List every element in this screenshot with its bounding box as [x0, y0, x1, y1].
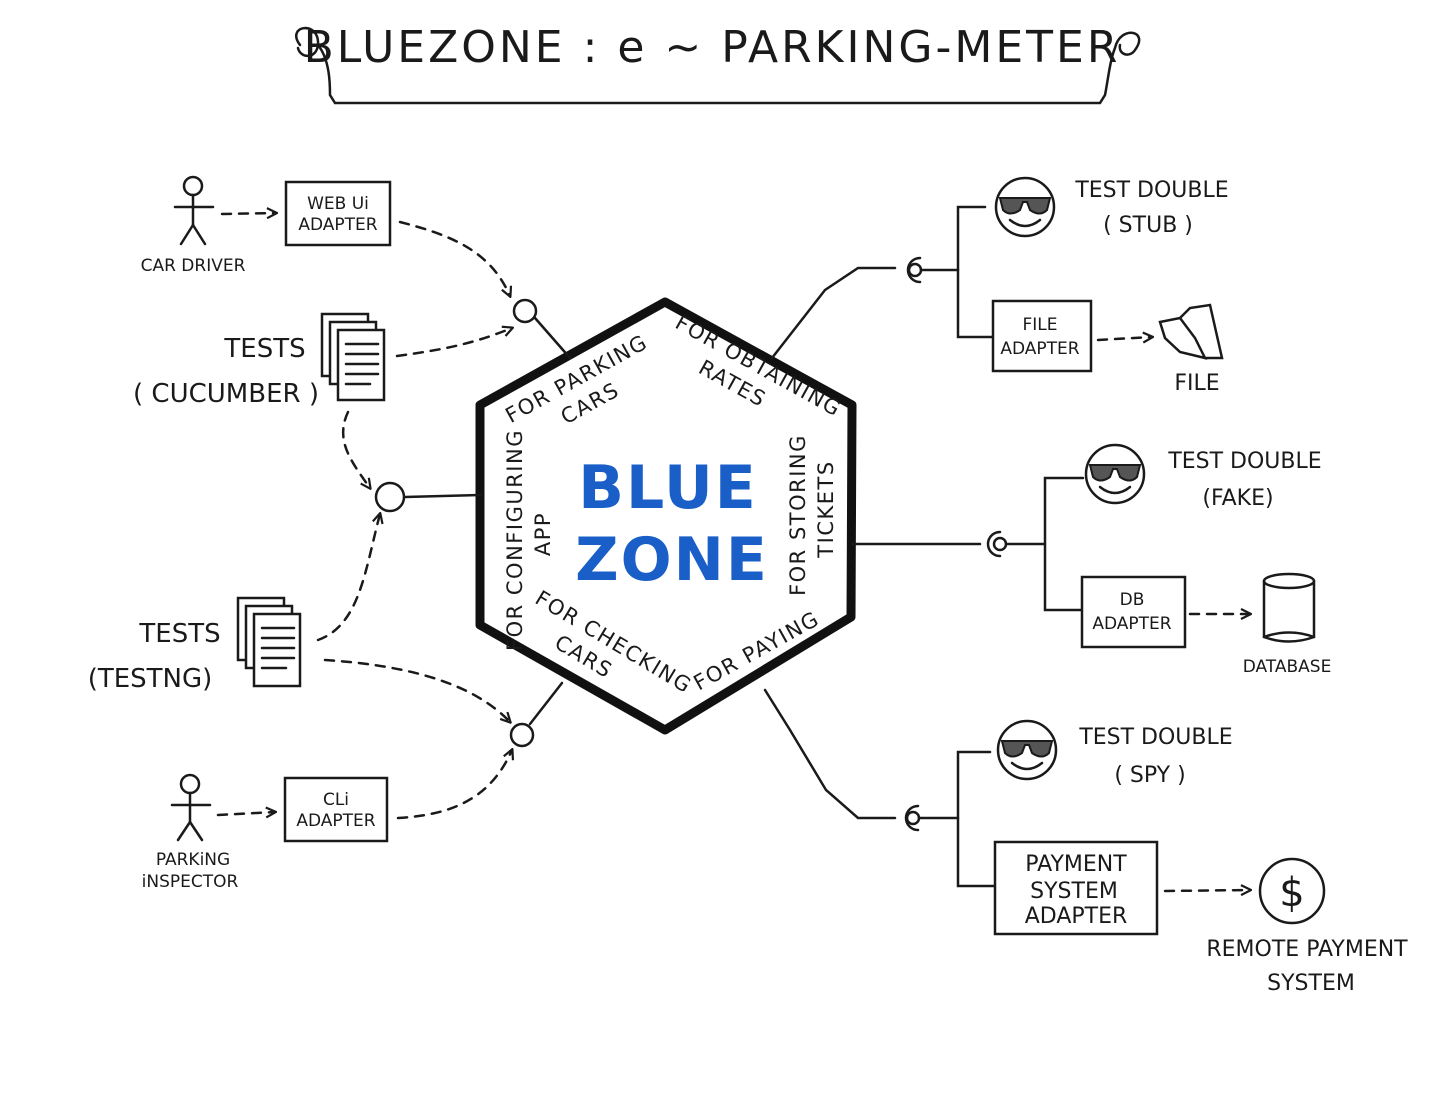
file-node: FILE [1158, 303, 1224, 396]
db-adapter-box: DB ADAPTER [1080, 575, 1187, 649]
svg-text:TESTS: TESTS [223, 334, 305, 364]
spy-test-double: TEST DOUBLE ( SPY ) [996, 719, 1233, 788]
svg-text:ADAPTER: ADAPTER [296, 811, 375, 831]
driven-port-paying [763, 688, 997, 888]
database-cylinder-icon [1262, 572, 1316, 643]
svg-text:PARKiNG: PARKiNG [156, 850, 230, 870]
svg-text:ADAPTER: ADAPTER [1092, 614, 1171, 634]
parking-inspector-actor: PARKiNG iNSPECTOR [142, 773, 239, 892]
remote-payment-node: $ REMOTE PAYMENT SYSTEM [1206, 857, 1408, 996]
svg-text:iNSPECTOR: iNSPECTOR [142, 872, 239, 892]
port-socket-configuring [374, 481, 406, 513]
svg-text:SYSTEM: SYSTEM [1030, 879, 1118, 904]
svg-text:$: $ [1279, 870, 1304, 916]
smiley-sunglasses-icon [996, 719, 1058, 781]
port-socket-parking [512, 298, 538, 324]
document-stack-icon [236, 596, 302, 688]
dollar-coin-icon: $ [1258, 857, 1326, 925]
svg-text:( STUB ): ( STUB ) [1103, 213, 1193, 238]
port-for-storing-tickets: FOR STORING TICKETS [786, 434, 838, 596]
svg-text:FOR STORING: FOR STORING [786, 434, 810, 596]
driven-port-rates [770, 205, 995, 360]
svg-text:ADAPTER: ADAPTER [1000, 339, 1079, 359]
core-title-line1: BLUE [578, 453, 758, 523]
svg-text:TEST DOUBLE: TEST DOUBLE [1078, 725, 1232, 750]
stick-figure-icon [173, 175, 215, 246]
svg-text:PAYMENT: PAYMENT [1025, 852, 1127, 877]
file-adapter-box: FILE ADAPTER [991, 299, 1093, 373]
stub-test-double: TEST DOUBLE ( STUB ) [994, 176, 1229, 238]
svg-text:ADAPTER: ADAPTER [1025, 904, 1128, 929]
car-driver-label: CAR DRIVER [141, 256, 246, 276]
svg-text:TEST DOUBLE: TEST DOUBLE [1074, 178, 1228, 203]
svg-text:(FAKE): (FAKE) [1202, 486, 1273, 511]
hexagon-boundary [475, 297, 857, 735]
smiley-sunglasses-icon [1084, 443, 1146, 505]
port-socket-checking [509, 722, 535, 748]
svg-text:TESTS: TESTS [138, 619, 220, 649]
title-banner: BLUEZONE : e ~ PARKING-METER [295, 22, 1141, 105]
port-for-configuring-app: FOR CONFIGURING APP [503, 429, 555, 651]
core-title-line2: ZONE [575, 525, 769, 595]
svg-text:FILE: FILE [1022, 315, 1057, 335]
page-title: BLUEZONE : e ~ PARKING-METER [304, 22, 1121, 73]
svg-text:FOR CONFIGURING: FOR CONFIGURING [503, 429, 527, 651]
svg-text:(TESTNG): (TESTNG) [88, 664, 213, 694]
database-node: DATABASE [1243, 572, 1332, 677]
svg-text:TICKETS: TICKETS [814, 460, 838, 558]
hexagon-core: BLUE ZONE FOR PARKING CARS FOR OBTAINING… [475, 297, 857, 735]
document-stack-icon [320, 312, 386, 402]
svg-text:REMOTE PAYMENT: REMOTE PAYMENT [1206, 937, 1408, 962]
tests-cucumber: TESTS ( CUCUMBER ) [133, 312, 386, 409]
fake-test-double: TEST DOUBLE (FAKE) [1084, 443, 1322, 511]
svg-text:SYSTEM: SYSTEM [1267, 971, 1355, 996]
driver-ports [374, 298, 572, 748]
car-driver-actor: CAR DRIVER [141, 175, 246, 276]
svg-text:ADAPTER: ADAPTER [298, 215, 377, 235]
svg-text:CLi: CLi [323, 790, 349, 810]
web-ui-adapter-box: WEB Ui ADAPTER [284, 180, 392, 247]
svg-text:FILE: FILE [1174, 371, 1219, 396]
driven-port-tickets [850, 476, 1085, 612]
tests-testng: TESTS (TESTNG) [88, 596, 302, 694]
svg-text:( SPY ): ( SPY ) [1114, 763, 1185, 788]
svg-text:APP: APP [531, 512, 555, 556]
smiley-sunglasses-icon [994, 176, 1056, 238]
svg-text:TEST DOUBLE: TEST DOUBLE [1167, 449, 1321, 474]
folder-icon [1158, 303, 1224, 360]
port-socket-tickets [986, 530, 1002, 558]
stick-figure-icon [170, 773, 212, 842]
svg-text:WEB Ui: WEB Ui [307, 194, 369, 214]
cli-adapter-box: CLi ADAPTER [283, 776, 389, 843]
svg-text:DATABASE: DATABASE [1243, 657, 1332, 677]
svg-text:( CUCUMBER ): ( CUCUMBER ) [133, 379, 319, 409]
payment-system-adapter-box: PAYMENT SYSTEM ADAPTER [993, 840, 1159, 936]
svg-text:DB: DB [1120, 590, 1145, 610]
